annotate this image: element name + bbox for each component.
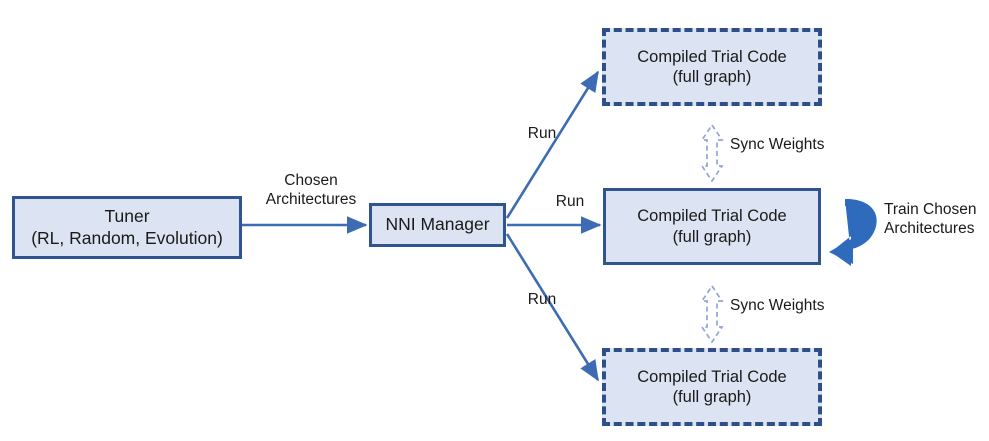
label-chosen-architectures-line1: Chosen [284, 172, 338, 189]
node-trial-middle-line2: (full graph) [672, 227, 752, 246]
label-train-chosen-architectures: Train Chosen Architectures [884, 201, 989, 238]
label-sync-weights-bottom: Sync Weights [730, 297, 825, 314]
node-tuner-line2: (RL, Random, Evolution) [31, 227, 223, 248]
node-trial-top[interactable]: Compiled Trial Code (full graph) [602, 28, 822, 106]
node-nni-manager[interactable]: NNI Manager [369, 203, 506, 247]
label-chosen-architectures: Chosen Architectures [256, 172, 366, 209]
train-loop-arrow [829, 199, 877, 266]
label-run-middle: Run [555, 193, 585, 210]
node-trial-middle[interactable]: Compiled Trial Code (full graph) [603, 188, 821, 265]
node-trial-top-line1: Compiled Trial Code [637, 47, 787, 66]
node-trial-bottom-line2: (full graph) [672, 388, 752, 406]
label-run-bottom: Run [527, 291, 557, 308]
node-trial-top-line2: (full graph) [672, 68, 752, 86]
node-nni-manager-line1: NNI Manager [385, 214, 490, 235]
sync-weights-arrow-bottom [700, 284, 724, 344]
node-trial-middle-line1: Compiled Trial Code [637, 207, 787, 226]
node-tuner[interactable]: Tuner (RL, Random, Evolution) [12, 196, 242, 259]
sync-weights-arrow-top [700, 123, 724, 183]
node-trial-bottom[interactable]: Compiled Trial Code (full graph) [602, 348, 822, 426]
label-train-chosen-line1: Train Chosen [884, 201, 977, 218]
label-chosen-architectures-line2: Architectures [265, 190, 357, 208]
node-tuner-line1: Tuner [104, 206, 150, 227]
label-sync-weights-top: Sync Weights [730, 136, 825, 153]
edge-manager-to-trial-top [505, 70, 600, 219]
edge-manager-to-trial-bottom [505, 233, 600, 382]
label-train-chosen-line2: Architectures [884, 219, 975, 237]
label-run-top: Run [527, 125, 557, 142]
node-trial-bottom-line1: Compiled Trial Code [637, 367, 787, 386]
